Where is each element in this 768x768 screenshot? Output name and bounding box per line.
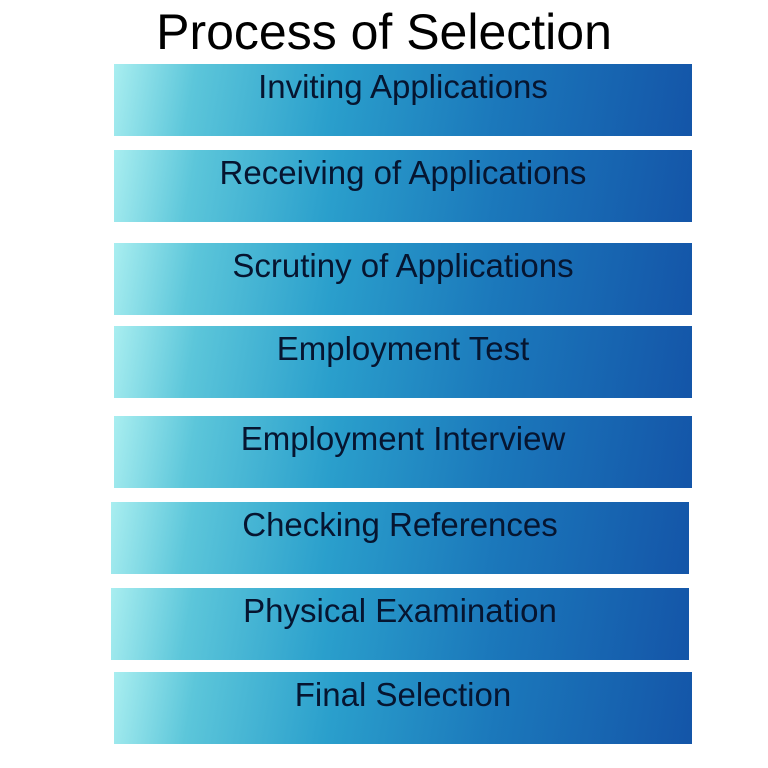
step-label: Final Selection: [294, 676, 512, 713]
step-label: Scrutiny of Applications: [232, 247, 574, 284]
diagram-title: Process of Selection: [0, 2, 768, 62]
step-label: Inviting Applications: [258, 68, 548, 105]
step-employment-test: Employment Test: [114, 326, 692, 398]
step-receiving-of-applications: Receiving of Applications: [114, 150, 692, 222]
step-employment-interview: Employment Interview: [114, 416, 692, 488]
step-label: Checking References: [242, 506, 558, 543]
step-physical-examination: Physical Examination: [111, 588, 689, 660]
step-final-selection: Final Selection: [114, 672, 692, 744]
step-label: Employment Test: [276, 330, 530, 367]
step-checking-references: Checking References: [111, 502, 689, 574]
step-label: Employment Interview: [240, 420, 566, 457]
diagram-title-text: Process of Selection: [156, 4, 612, 60]
step-label: Receiving of Applications: [219, 154, 587, 191]
step-scrutiny-of-applications: Scrutiny of Applications: [114, 243, 692, 315]
step-label: Physical Examination: [243, 592, 557, 629]
step-inviting-applications: Inviting Applications: [114, 64, 692, 136]
